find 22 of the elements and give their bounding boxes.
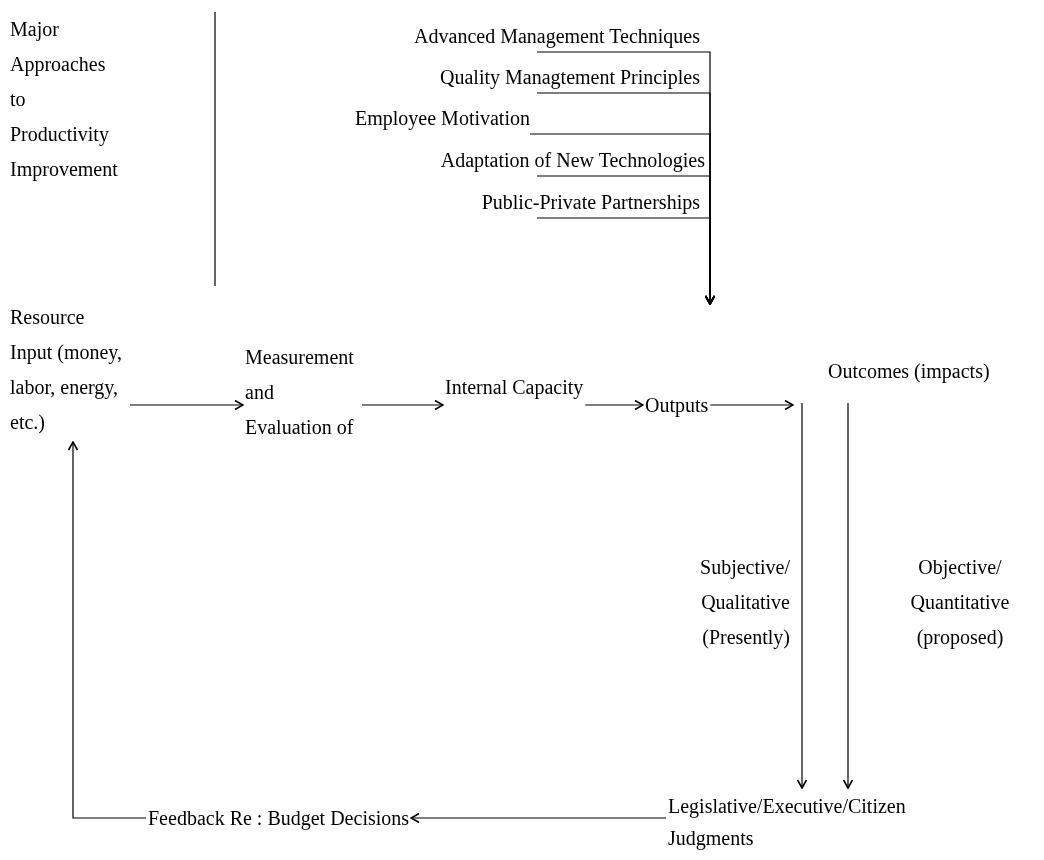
flow-text: Advanced Management Techniques (230, 20, 700, 52)
flow-text: Feedback Re : Budget Decisions (148, 801, 410, 836)
arrow (129, 399, 244, 411)
flow-text: Measurement and Evaluation of (245, 340, 360, 445)
flow-text: Quality Managtement Principles (230, 61, 700, 93)
flow-text: Major Approaches to Productivity Improvement (10, 12, 118, 187)
flow-text: Adaptation of New Technologies (230, 144, 705, 176)
flow-text: Outputs (645, 388, 709, 423)
flow-text: Internal Capacity (445, 370, 584, 405)
flow-text: Public-Private Partnerships (230, 186, 700, 218)
flow-text: Resource Input (money, labor, energy, etc.) (10, 300, 128, 440)
arrow (361, 399, 444, 411)
arrow (67, 441, 147, 819)
arrow (709, 399, 794, 411)
flow-text: Employee Motivation (230, 102, 530, 134)
arrow (584, 399, 644, 411)
arrow (536, 217, 716, 305)
arrow (796, 402, 808, 789)
arrow (410, 812, 667, 824)
flow-text: Outcomes (impacts) (795, 354, 990, 389)
flow-text: Legislative/Executive/Citizen Judgments (668, 790, 938, 854)
arrow (842, 402, 854, 789)
